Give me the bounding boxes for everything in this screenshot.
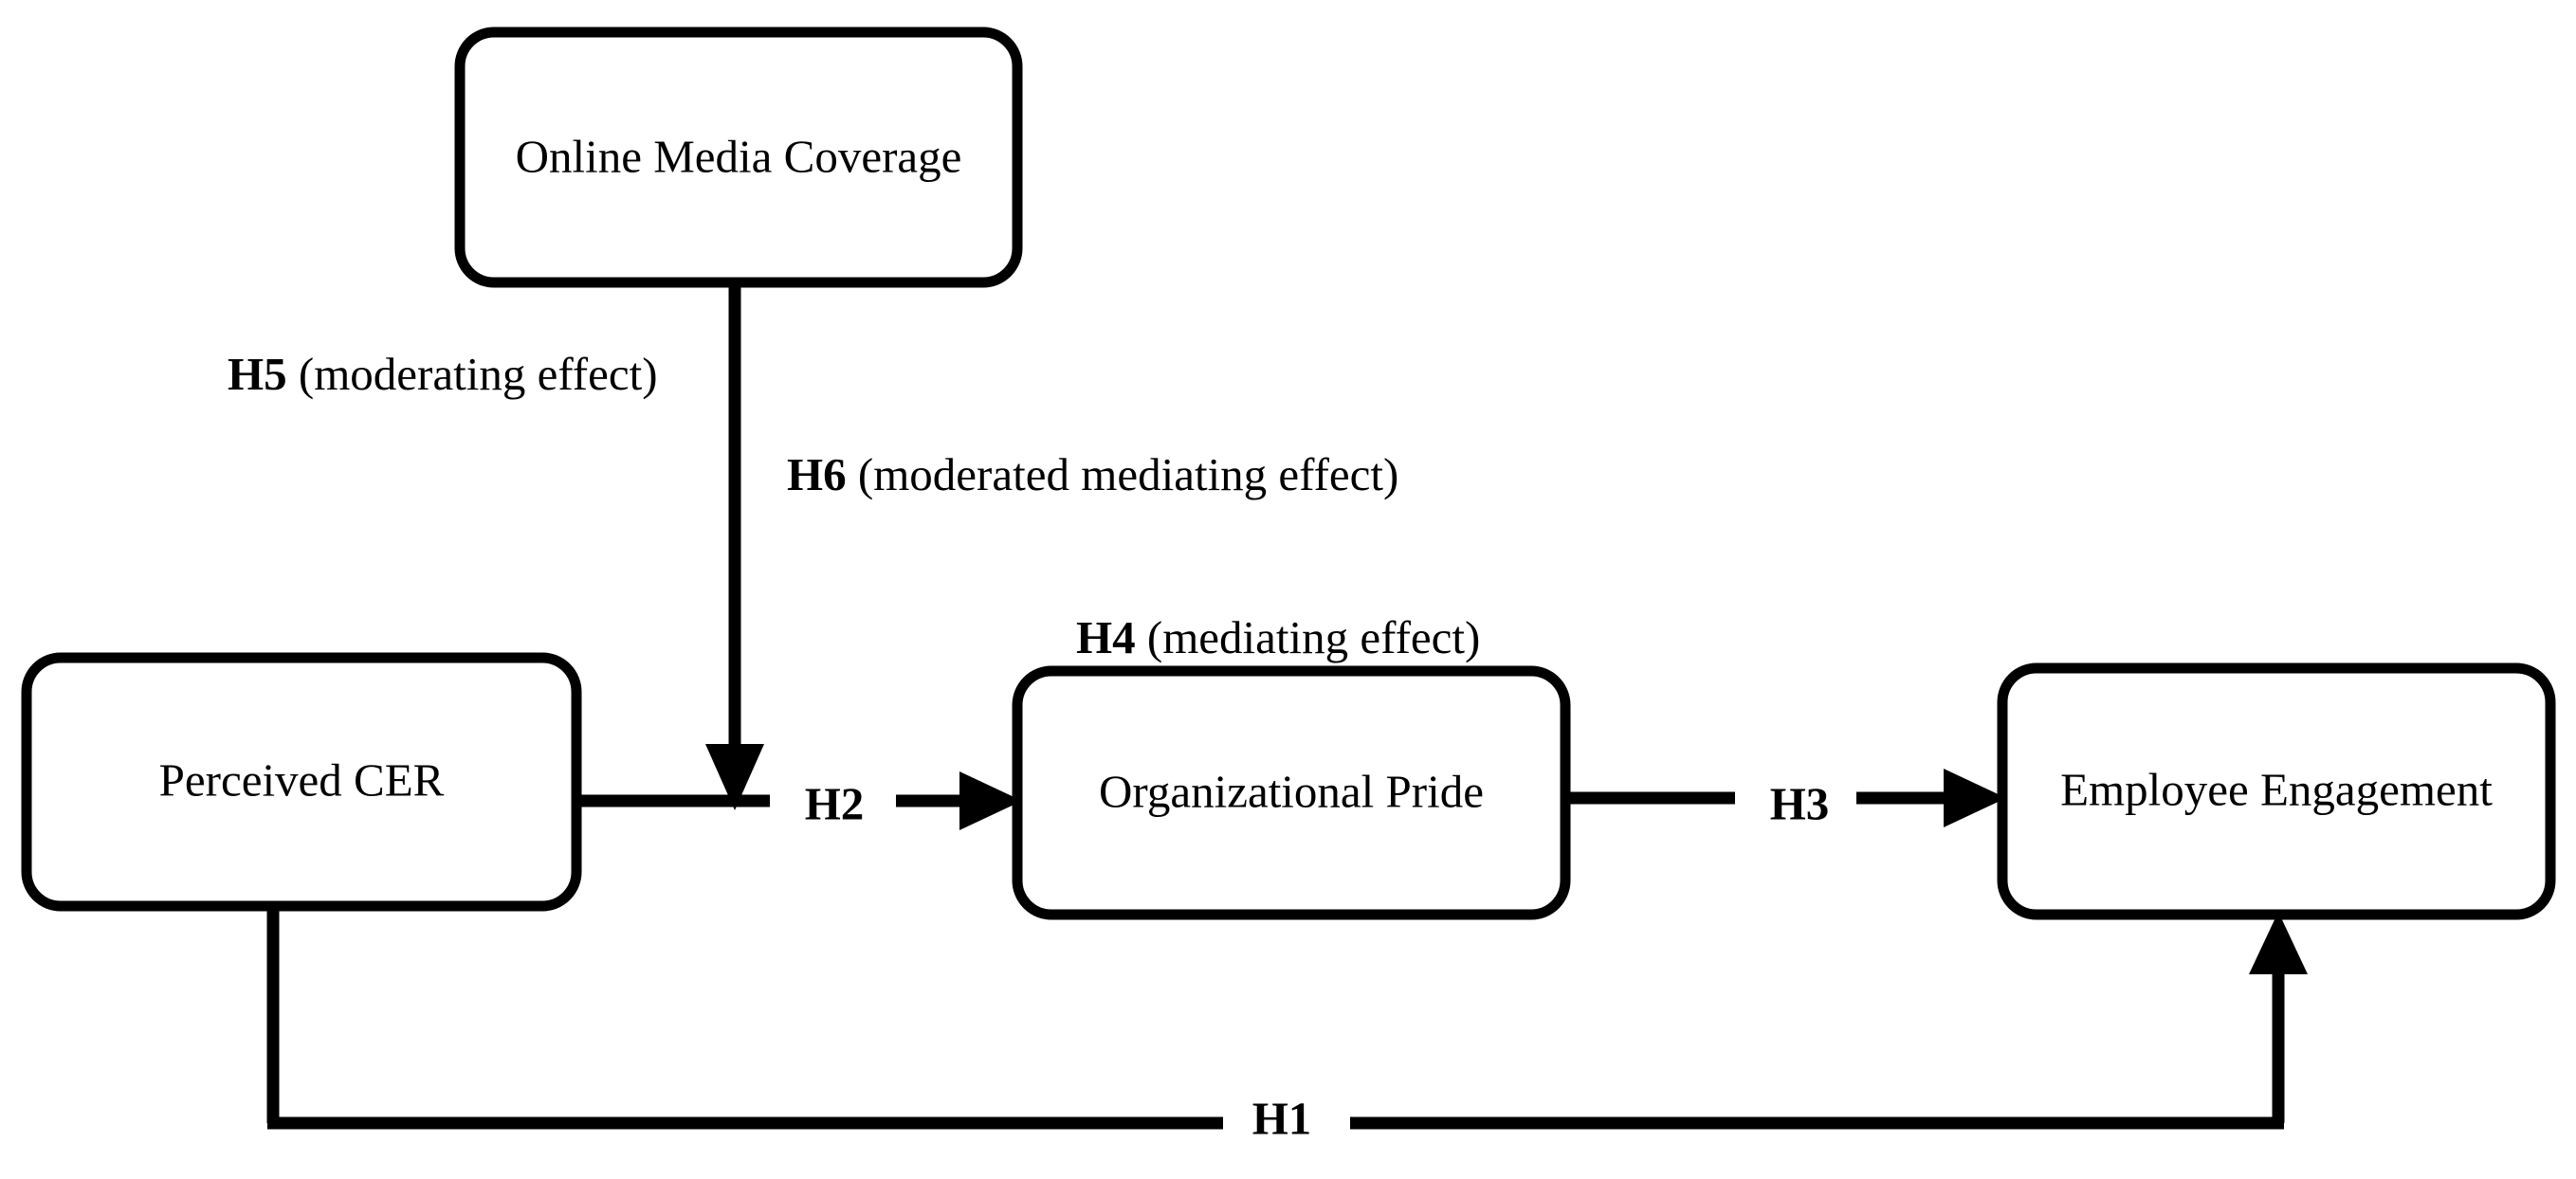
node-perceived-cer[interactable]: Perceived CER <box>21 652 582 912</box>
node-online-media-coverage-label: Online Media Coverage <box>516 130 962 182</box>
node-organizational-pride-box[interactable] <box>1012 665 1571 920</box>
node-organizational-pride-label: Organizational Pride <box>1099 765 1484 817</box>
node-employee-engagement-box[interactable] <box>1997 662 2556 920</box>
hypothesis-desc-h4: (mediating effect) <box>1147 611 1480 663</box>
node-organizational-pride[interactable]: Organizational Pride <box>1012 665 1571 920</box>
node-online-media-coverage-box[interactable] <box>454 27 1023 288</box>
node-online-media-coverage[interactable]: Online Media Coverage <box>454 27 1023 288</box>
edge-perceived-cer-to-organizational-pride <box>573 771 1022 830</box>
hypothesis-code-h6: H6 <box>787 448 847 500</box>
hypothesis-desc-h6: (moderated mediating effect) <box>858 448 1399 500</box>
edge-omc-arrowhead-icon <box>705 744 764 810</box>
edge-h2-arrowhead-icon <box>959 771 1022 830</box>
hypothesis-desc-h5: (moderating effect) <box>299 348 658 400</box>
node-perceived-cer-box[interactable] <box>21 652 582 912</box>
hypothesis-label-h2: H2 <box>805 777 865 829</box>
node-perceived-cer-label: Perceived CER <box>159 753 445 806</box>
node-employee-engagement[interactable]: Employee Engagement <box>1997 662 2556 920</box>
hypothesis-label-h1: H1 <box>1252 1092 1312 1144</box>
hypothesis-label-h4: H4 (mediating effect) <box>1076 611 1480 663</box>
edge-h1-arrowhead-icon <box>2249 912 2308 974</box>
hypothesis-label-h6: H6 (moderated mediating effect) <box>787 448 1398 500</box>
hypothesis-code-h4: H4 <box>1076 611 1136 663</box>
hypothesis-label-h5: H5 (moderating effect) <box>228 348 658 400</box>
edge-online-media-to-path <box>705 282 764 810</box>
edge-perceived-cer-to-employee-engagement <box>266 900 2308 1130</box>
node-employee-engagement-label: Employee Engagement <box>2060 763 2493 815</box>
hypothesis-label-h3: H3 <box>1770 777 1830 829</box>
edge-h3-arrowhead-icon <box>1944 769 2006 827</box>
hypothesis-code-h5: H5 <box>228 348 287 400</box>
edge-organizational-pride-to-employee-engagement <box>1562 769 2006 827</box>
